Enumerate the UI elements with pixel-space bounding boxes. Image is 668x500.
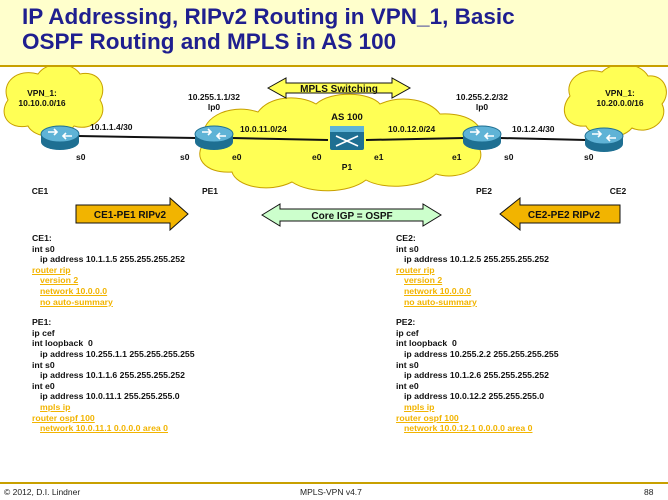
- pe1-loopback-name: lp0: [208, 102, 221, 112]
- pe2-config-line: network 10.0.12.1 0.0.0.0 area 0: [404, 423, 533, 434]
- ce1-config-line: ip address 10.1.1.5 255.255.255.252: [40, 254, 185, 265]
- if-pe1-e0: e0: [232, 152, 242, 162]
- pe1-config-line: ip cef: [32, 327, 55, 338]
- pe2-config-title: PE2:: [396, 317, 416, 328]
- mpls-switching-arrow: [266, 77, 412, 99]
- pe1-config-line: int s0: [32, 359, 55, 370]
- footer-page-number: 88: [644, 487, 654, 497]
- ce1-config-line: network 10.0.0.0: [40, 285, 108, 296]
- pe1-loopback-addr: 10.255.1.1/32: [188, 92, 240, 102]
- router-icon-ce2[interactable]: [584, 127, 624, 153]
- ce1-config-line: no auto-summary: [40, 296, 113, 307]
- pe1-config-line: ip address 10.1.1.6 255.255.255.252: [40, 370, 185, 381]
- pe2-config-line: int e0: [396, 380, 419, 391]
- core-igp-label: Core IGP = OSPF: [311, 211, 392, 222]
- router-icon-ce1[interactable]: [40, 125, 80, 151]
- core-igp-arrow: [261, 203, 442, 227]
- pe2-config-line: router ospf 100: [396, 412, 459, 423]
- title-line-1: IP Addressing, RIPv2 Routing in VPN_1, B…: [22, 4, 515, 29]
- mpls-switching-label: MPLS Switching: [300, 84, 378, 95]
- vpn-right-cloud: [564, 67, 667, 138]
- pe1-config-title: PE1:: [32, 317, 52, 328]
- vpn-right-name: VPN_1:: [605, 88, 635, 98]
- pe1-config-line: int loopback 0: [32, 338, 93, 349]
- pe1-config-line: router ospf 100: [32, 412, 95, 423]
- pe2-config-line: ip address 10.255.2.2 255.255.255.255: [404, 348, 559, 359]
- footer-copyright: © 2012, D.I. Lindner: [4, 487, 81, 497]
- rip-right-arrow: [499, 196, 621, 232]
- ce2-config-line: version 2: [404, 275, 443, 286]
- link-pe1-p1: [231, 137, 329, 141]
- ce2-config-line: router rip: [396, 264, 435, 275]
- pe1-config-line: network 10.0.11.1 0.0.0.0 area 0: [40, 423, 168, 434]
- pe2-loopback-addr: 10.255.2.2/32: [456, 92, 508, 102]
- pe2-config-line: ip address 10.1.2.6 255.255.255.252: [404, 370, 549, 381]
- pe1-config-line: ip address 10.0.11.1 255.255.255.0: [40, 391, 180, 402]
- rip-left-label: CE1-PE1 RIPv2: [94, 210, 167, 221]
- if-pe1-s0: s0: [180, 152, 190, 162]
- title-bar: IP Addressing, RIPv2 Routing in VPN_1, B…: [0, 0, 668, 66]
- ce2-config-line: network 10.0.0.0: [404, 285, 472, 296]
- pe2-config-line: ip address 10.0.12.2 255.255.255.0: [404, 391, 545, 402]
- vpn-left-net: 10.10.0.0/16: [18, 98, 66, 108]
- switch-icon-p1[interactable]: [330, 126, 364, 150]
- pe1-config-line: int e0: [32, 380, 55, 391]
- ce1-config-line: int s0: [32, 243, 55, 254]
- if-ce1-s0: s0: [76, 152, 86, 162]
- config-left: CE1: int s0 ip address 10.1.1.5 255.255.…: [32, 233, 195, 434]
- title-rule: [0, 65, 668, 67]
- pe2-config-line: int s0: [396, 359, 419, 370]
- link-pe1-p1-label: 10.0.11.0/24: [240, 124, 287, 134]
- if-p1-e1: e1: [374, 152, 384, 162]
- rip-right-label: CE2-PE2 RIPv2: [528, 210, 601, 221]
- network-diagram: VPN_1: 10.10.0.0/16 VPN_1: 10.20.0.0/16 …: [3, 67, 667, 232]
- pe1-config-line: mpls ip: [40, 401, 71, 412]
- config-right: CE2: int s0 ip address 10.1.2.5 255.255.…: [396, 233, 559, 434]
- link-p1-pe2-label: 10.0.12.0/24: [388, 124, 436, 134]
- ce1-config-line: version 2: [40, 275, 79, 286]
- footer-rule: [0, 482, 668, 484]
- pe2-config-line: ip cef: [396, 327, 419, 338]
- link-pe2-ce2-label: 10.1.2.4/30: [512, 124, 555, 134]
- router-icon-pe2[interactable]: [462, 125, 502, 151]
- title-line-2: OSPF Routing and MPLS in AS 100: [22, 29, 397, 54]
- pe2-config-line: int loopback 0: [396, 338, 457, 349]
- if-pe2-s0: s0: [504, 152, 514, 162]
- vpn-right-net: 10.20.0.0/16: [596, 98, 644, 108]
- link-ce1-pe1-label: 10.1.1.4/30: [90, 122, 133, 132]
- vpn-left-name: VPN_1:: [27, 88, 57, 98]
- footer-doc: MPLS-VPN v4.7: [300, 487, 362, 497]
- router-icon-pe1[interactable]: [194, 125, 234, 151]
- pe2-loopback-name: lp0: [476, 102, 489, 112]
- ce2-config-line: no auto-summary: [404, 296, 477, 307]
- pe1-config-line: ip address 10.255.1.1 255.255.255.255: [40, 348, 195, 359]
- ce1-config-line: router rip: [32, 264, 71, 275]
- link-p1-pe2: [365, 137, 465, 141]
- router-label-pe2: PE2: [476, 186, 492, 196]
- router-label-p1: P1: [342, 162, 353, 172]
- rip-left-arrow: [75, 196, 189, 232]
- router-label-ce2: CE2: [610, 186, 627, 196]
- ce1-config-title: CE1:: [32, 233, 52, 243]
- ce2-config-line: int s0: [396, 243, 419, 254]
- link-pe2-ce2: [499, 137, 587, 141]
- ce2-config-title: CE2:: [396, 233, 416, 243]
- if-ce2-s0: s0: [584, 152, 594, 162]
- if-p1-e0: e0: [312, 152, 322, 162]
- router-label-pe1: PE1: [202, 186, 218, 196]
- link-ce1-pe1: [77, 135, 197, 139]
- if-pe2-e1: e1: [452, 152, 462, 162]
- pe2-config-line: mpls ip: [404, 401, 435, 412]
- vpn-left-cloud: [3, 67, 104, 137]
- slide-title: IP Addressing, RIPv2 Routing in VPN_1, B…: [22, 4, 662, 54]
- ce2-config-line: ip address 10.1.2.5 255.255.255.252: [404, 254, 549, 265]
- as100-label: AS 100: [331, 112, 363, 123]
- router-label-ce1: CE1: [32, 186, 49, 196]
